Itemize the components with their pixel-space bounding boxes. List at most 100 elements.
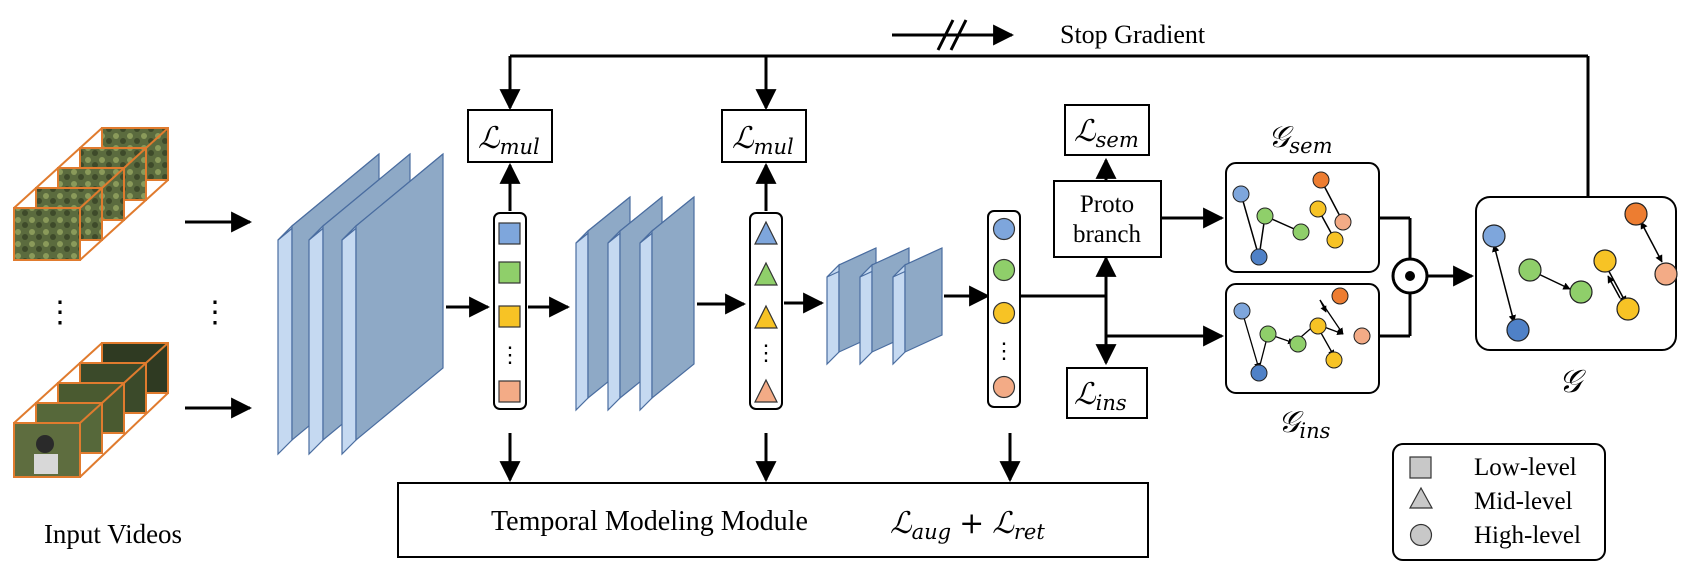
- input-video-bottom: [13, 342, 169, 478]
- sem-node-yellow-1: [1309, 200, 1327, 218]
- loss-mul-1-symbol: ℒ: [478, 121, 501, 156]
- loss-mul-2-symbol: ℒ: [732, 121, 755, 156]
- ins-node-yellow-1: [1309, 317, 1327, 335]
- graph-ins-subscript: ins: [1299, 419, 1330, 443]
- stop-gradient-slash-1: [936, 19, 955, 51]
- loss-sem-symbol: ℒ: [1074, 114, 1097, 149]
- low-feature-square-blue: [498, 222, 521, 245]
- backbone-stage-3: [826, 247, 943, 366]
- sem-node-green-1: [1256, 207, 1274, 225]
- loss-mul-box-1: ℒmul: [467, 109, 553, 163]
- low-feature-square-green: [498, 261, 521, 284]
- backbone-stage-1: [277, 152, 444, 456]
- legend-mid-label: Mid-level: [1474, 488, 1573, 515]
- proto-branch-box: Proto branch: [1053, 180, 1162, 258]
- loss-ins-symbol: ℒ: [1074, 377, 1097, 412]
- proto-branch-line-2: branch: [1073, 221, 1142, 248]
- ins-node-yellow-2: [1325, 351, 1343, 369]
- fusion-lines: [1379, 216, 1475, 338]
- fused-node-green-2: [1569, 280, 1593, 304]
- backbone-stage-2: [575, 195, 695, 412]
- loss-mul-box-2: ℒmul: [721, 109, 807, 163]
- sem-node-green-2: [1292, 223, 1310, 241]
- legend-low-label: Low-level: [1474, 454, 1577, 481]
- high-feature-ellipsis: ⋮: [993, 338, 1015, 363]
- graph-ins-title: 𝒢ins: [1278, 405, 1331, 443]
- svg-text:ℒsem: ℒsem: [1074, 114, 1139, 152]
- sem-node-salmon: [1334, 213, 1352, 231]
- proto-branch-line-1: Proto: [1080, 191, 1134, 218]
- loss-aug-symbol: ℒ: [890, 506, 913, 541]
- fused-node-blue-2: [1506, 318, 1530, 342]
- graph-ins-box: [1225, 283, 1380, 394]
- graph-sem-subscript: sem: [1289, 134, 1332, 158]
- fused-node-orange: [1624, 202, 1648, 226]
- graph-fused-title: 𝒢: [1559, 362, 1587, 400]
- mid-feature-triangle-salmon: [754, 378, 778, 403]
- fused-node-salmon: [1654, 262, 1678, 286]
- sem-node-orange: [1312, 171, 1330, 189]
- loss-sem-subscript: sem: [1096, 128, 1139, 152]
- temporal-module-label: Temporal Modeling Module: [491, 506, 808, 537]
- loss-ins-box: ℒins: [1066, 367, 1148, 419]
- temporal-modeling-module: Temporal Modeling Module ℒaug+ℒret: [397, 482, 1149, 558]
- mid-feature-ellipsis: ⋮: [755, 340, 777, 365]
- high-feature-circle-green: [992, 258, 1016, 282]
- stop-gradient-lines: [499, 54, 1590, 198]
- feature-column-low: ⋮: [493, 212, 527, 410]
- stop-gradient-label: Stop Gradient: [1060, 20, 1206, 49]
- mid-feature-triangle-blue: [754, 220, 778, 245]
- loss-ret-subscript: ret: [1014, 520, 1045, 544]
- feature-column-high: ⋮: [987, 210, 1021, 408]
- graph-sem-box: [1225, 162, 1380, 273]
- sem-node-blue-2: [1250, 248, 1268, 266]
- stop-gradient-legend: Stop Gradient: [892, 19, 1206, 51]
- loss-ins-subscript: ins: [1096, 391, 1127, 415]
- loss-mul-1-subscript: mul: [500, 135, 540, 159]
- ins-node-green-2: [1289, 335, 1307, 353]
- low-feature-square-yellow: [498, 305, 521, 328]
- ins-node-salmon: [1353, 327, 1371, 345]
- plus-sign: +: [959, 506, 984, 541]
- ins-node-blue-2: [1250, 364, 1268, 382]
- svg-text:ℒmul: ℒmul: [478, 121, 540, 159]
- fused-node-yellow-1: [1593, 249, 1617, 273]
- loss-sem-box: ℒsem: [1064, 104, 1150, 156]
- branch-split-lines: [1021, 157, 1225, 366]
- mid-feature-triangle-green: [754, 261, 778, 286]
- dot-product-operator: [1391, 257, 1429, 295]
- low-feature-ellipsis: ⋮: [499, 342, 521, 367]
- ins-node-blue-1: [1233, 302, 1251, 320]
- ins-node-green-1: [1259, 325, 1277, 343]
- high-feature-circle-yellow: [992, 301, 1016, 325]
- mid-feature-triangle-yellow: [754, 304, 778, 329]
- loss-aug-subscript: aug: [912, 520, 952, 544]
- ins-node-orange: [1331, 287, 1349, 305]
- feature-level-legend: Low-level Mid-level High-level: [1392, 443, 1606, 561]
- graph-sem-title: 𝒢sem: [1268, 120, 1333, 158]
- feature-column-mid: ⋮: [749, 212, 783, 410]
- fused-node-blue-1: [1482, 224, 1506, 248]
- input-ellipsis-right: ⋮: [200, 296, 230, 329]
- input-ellipsis-left: ⋮: [45, 296, 75, 329]
- input-video-top: [13, 127, 169, 261]
- legend-high-label: High-level: [1474, 522, 1581, 549]
- legend-triangle-icon: [1408, 486, 1434, 509]
- sem-node-yellow-2: [1326, 231, 1344, 249]
- legend-circle-icon: [1409, 523, 1433, 547]
- stop-gradient-slash-2: [949, 19, 968, 51]
- high-feature-circle-salmon: [992, 375, 1016, 399]
- svg-text:ℒmul: ℒmul: [732, 121, 794, 159]
- fused-node-yellow-2: [1616, 297, 1640, 321]
- legend-square-icon: [1409, 456, 1432, 479]
- temporal-loss-expression: ℒaug+ℒret: [890, 506, 1045, 544]
- svg-text:ℒins: ℒins: [1074, 377, 1127, 415]
- high-feature-circle-blue: [992, 217, 1016, 241]
- input-videos-label: Input Videos: [44, 519, 182, 549]
- sem-node-blue-1: [1232, 185, 1250, 203]
- graph-fused-box: [1475, 196, 1678, 351]
- low-feature-square-salmon: [498, 380, 521, 403]
- fused-node-green-1: [1518, 258, 1542, 282]
